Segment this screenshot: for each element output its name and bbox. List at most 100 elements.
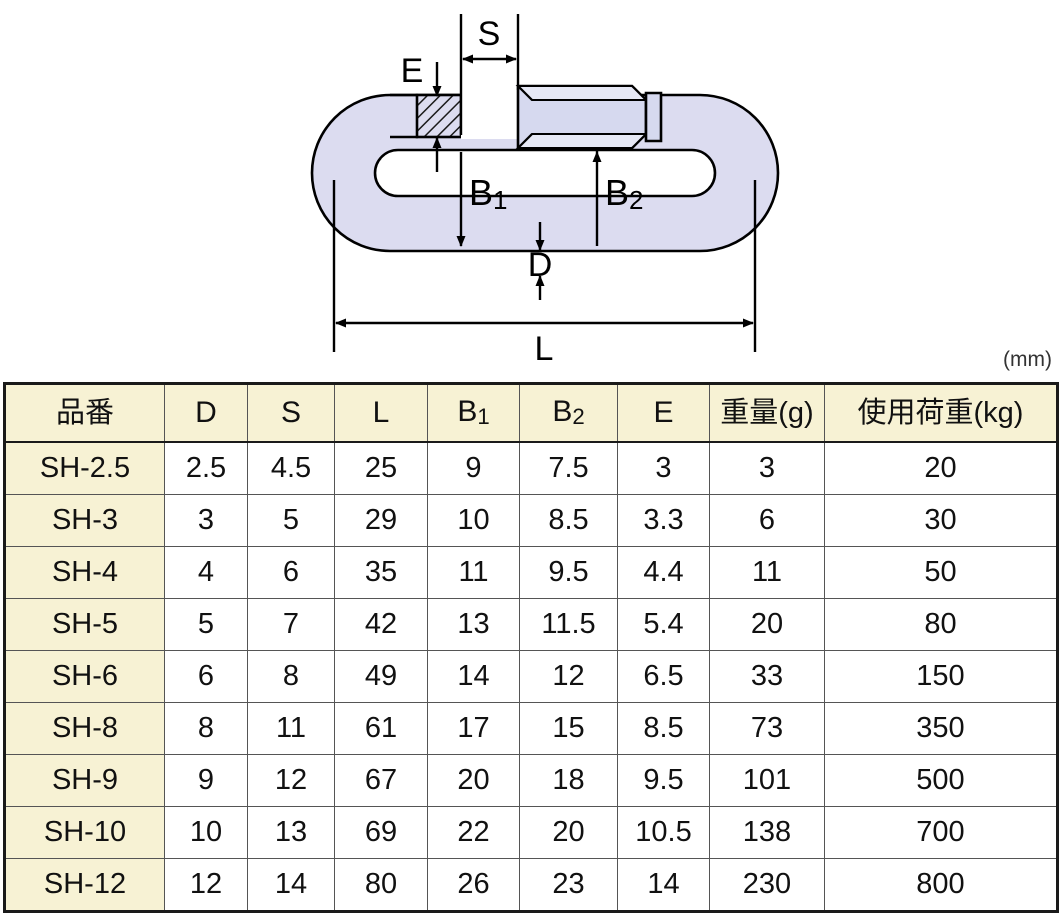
- col-header-weight: 重量(g): [709, 383, 825, 443]
- cell-part-number: SH-8: [4, 702, 165, 755]
- cell-part-number: SH-12: [4, 858, 165, 912]
- cell-l: 25: [334, 441, 428, 495]
- cell-e: 3.3: [617, 494, 710, 547]
- cell-b2: 12: [519, 650, 618, 703]
- cell-s: 6: [247, 546, 335, 599]
- dimension-d: D: [528, 222, 553, 300]
- cell-l: 42: [334, 598, 428, 651]
- cell-weight: 230: [709, 858, 825, 912]
- cell-b1: 17: [427, 702, 520, 755]
- cell-working-load: 80: [824, 598, 1058, 651]
- cell-d: 9: [164, 754, 248, 807]
- cell-e: 5.4: [617, 598, 710, 651]
- hex-nut: [515, 84, 663, 150]
- cell-e: 4.4: [617, 546, 710, 599]
- cell-part-number: SH-9: [4, 754, 165, 807]
- cell-l: 49: [334, 650, 428, 703]
- cell-e: 3: [617, 441, 710, 495]
- cell-b2: 20: [519, 806, 618, 859]
- header-row: 品番 D S L B1 B2 E 重量(g) 使用荷重(kg): [4, 383, 1058, 443]
- cell-weight: 138: [709, 806, 825, 859]
- cell-weight: 6: [709, 494, 825, 547]
- cell-d: 4: [164, 546, 248, 599]
- cell-part-number: SH-10: [4, 806, 165, 859]
- cell-b2: 18: [519, 754, 618, 807]
- cell-working-load: 350: [824, 702, 1058, 755]
- cell-d: 5: [164, 598, 248, 651]
- cell-part-number: SH-6: [4, 650, 165, 703]
- cell-part-number: SH-5: [4, 598, 165, 651]
- thread-hatch-icon: [415, 93, 463, 139]
- quick-link-diagram: S E B1 B2 D: [310, 14, 780, 368]
- cell-b1: 10: [427, 494, 520, 547]
- label-l: L: [535, 330, 554, 368]
- col-header-part-number: 品番: [4, 383, 165, 443]
- cell-d: 10: [164, 806, 248, 859]
- cell-b1: 26: [427, 858, 520, 912]
- cell-b1: 13: [427, 598, 520, 651]
- col-header-e: E: [617, 383, 710, 443]
- cell-weight: 101: [709, 754, 825, 807]
- cell-l: 67: [334, 754, 428, 807]
- dimension-b1: B1: [456, 152, 507, 247]
- cell-d: 8: [164, 702, 248, 755]
- cell-working-load: 700: [824, 806, 1058, 859]
- cell-b2: 23: [519, 858, 618, 912]
- cell-s: 14: [247, 858, 335, 912]
- col-header-b1: B1: [427, 383, 520, 443]
- cell-s: 12: [247, 754, 335, 807]
- cell-b2: 15: [519, 702, 618, 755]
- cell-b2: 11.5: [519, 598, 618, 651]
- cell-part-number: SH-3: [4, 494, 165, 547]
- cell-b2: 9.5: [519, 546, 618, 599]
- label-b2: B2: [605, 172, 643, 215]
- cell-e: 8.5: [617, 702, 710, 755]
- cell-s: 13: [247, 806, 335, 859]
- cell-l: 29: [334, 494, 428, 547]
- cell-d: 3: [164, 494, 248, 547]
- cell-b1: 9: [427, 441, 520, 495]
- cell-weight: 20: [709, 598, 825, 651]
- cell-working-load: 150: [824, 650, 1058, 703]
- cell-weight: 73: [709, 702, 825, 755]
- cell-part-number: SH-2.5: [4, 441, 165, 495]
- cell-l: 35: [334, 546, 428, 599]
- cell-b1: 22: [427, 806, 520, 859]
- cell-working-load: 50: [824, 546, 1058, 599]
- threaded-section: [390, 93, 519, 139]
- cell-d: 2.5: [164, 441, 248, 495]
- cell-b1: 20: [427, 754, 520, 807]
- cell-s: 7: [247, 598, 335, 651]
- cell-b1: 14: [427, 650, 520, 703]
- cell-e: 9.5: [617, 754, 710, 807]
- col-header-l: L: [334, 383, 428, 443]
- cell-s: 11: [247, 702, 335, 755]
- cell-d: 6: [164, 650, 248, 703]
- cell-d: 12: [164, 858, 248, 912]
- cell-b1: 11: [427, 546, 520, 599]
- cell-e: 6.5: [617, 650, 710, 703]
- cell-weight: 3: [709, 441, 825, 495]
- label-d: D: [528, 246, 553, 284]
- cell-working-load: 30: [824, 494, 1058, 547]
- dimension-e: E: [401, 52, 442, 172]
- col-header-d: D: [164, 383, 248, 443]
- cell-e: 14: [617, 858, 710, 912]
- unit-note: (mm): [1003, 348, 1052, 371]
- dimension-b2: B2: [592, 148, 643, 246]
- cell-s: 4.5: [247, 441, 335, 495]
- cell-weight: 33: [709, 650, 825, 703]
- cell-s: 5: [247, 494, 335, 547]
- cell-part-number: SH-4: [4, 546, 165, 599]
- technical-drawing: S E B1 B2 D: [0, 0, 1060, 372]
- dimension-s: S: [459, 14, 520, 135]
